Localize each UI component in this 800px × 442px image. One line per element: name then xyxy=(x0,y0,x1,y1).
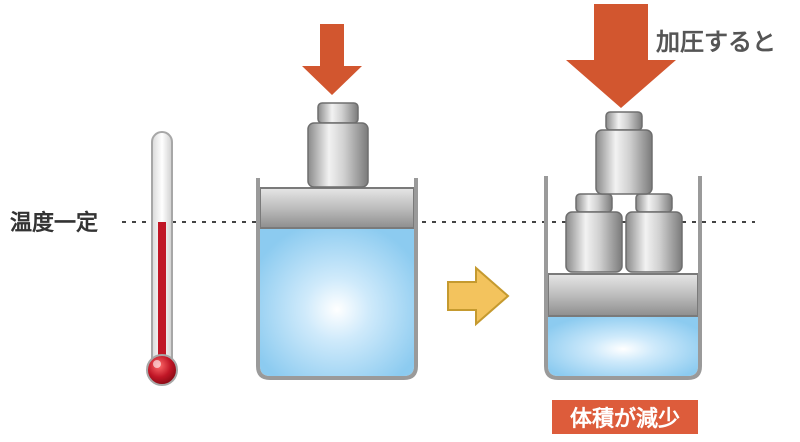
down-arrow-icon xyxy=(302,24,362,95)
right-arrow-icon xyxy=(447,265,510,327)
piston-compressed xyxy=(547,273,699,317)
weight-icon xyxy=(307,102,369,188)
weight-icon xyxy=(565,193,623,273)
pressurize-label: 加圧すると xyxy=(656,28,776,56)
container-compressed xyxy=(544,176,702,380)
weight-icon xyxy=(595,111,653,195)
thermometer-icon xyxy=(146,131,178,386)
volume-decrease-badge: 体積が減少 xyxy=(552,400,698,434)
down-arrow-icon xyxy=(566,4,676,108)
container-initial xyxy=(256,178,418,380)
temperature-constant-label: 温度一定 xyxy=(10,211,99,236)
weight-icon xyxy=(625,193,683,273)
piston-initial xyxy=(259,187,415,229)
